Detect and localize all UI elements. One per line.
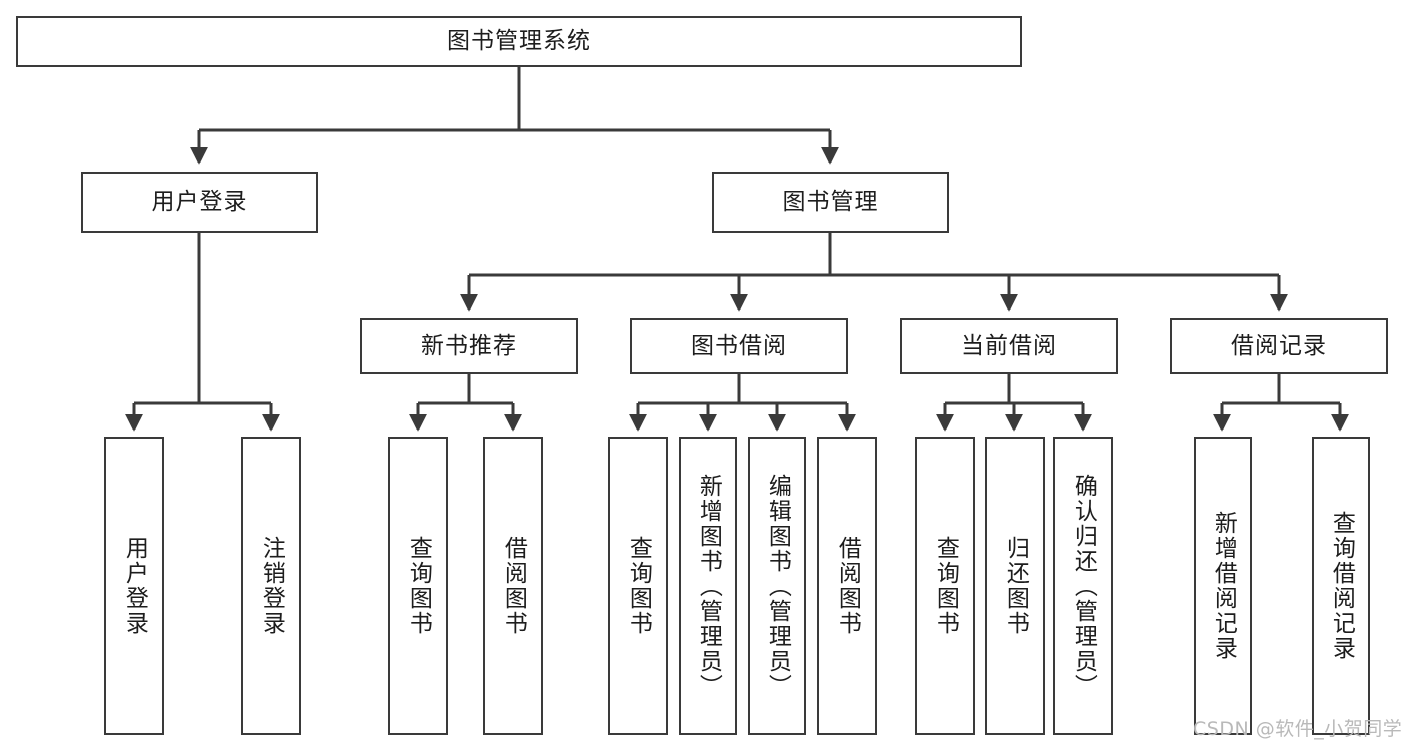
- leaf-book-borrow-0-label: 查询图书: [625, 536, 652, 636]
- node-book-manage-label: 图书管理: [782, 189, 879, 216]
- node-borrow-record-label: 借阅记录: [1231, 332, 1327, 359]
- leaf-current-borrow-0[interactable]: 查询图书: [915, 437, 975, 735]
- node-root-label: 图书管理系统: [447, 28, 591, 55]
- leaf-borrow-record-0[interactable]: 新增借阅记录: [1194, 437, 1252, 735]
- watermark-text: CSDN @软件_小贺同学: [1193, 718, 1403, 740]
- leaf-new-book-recommend-0[interactable]: 查询图书: [388, 437, 448, 735]
- leaf-current-borrow-2[interactable]: 确认归还（管理员）: [1053, 437, 1113, 735]
- leaf-borrow-record-1-label: 查询借阅记录: [1328, 511, 1355, 661]
- node-book-borrow[interactable]: 图书借阅: [630, 318, 848, 374]
- leaf-book-borrow-3[interactable]: 借阅图书: [817, 437, 877, 735]
- leaf-book-borrow-1[interactable]: 新增图书（管理员）: [679, 437, 737, 735]
- leaf-borrow-record-1[interactable]: 查询借阅记录: [1312, 437, 1370, 735]
- node-current-borrow-label: 当前借阅: [961, 332, 1057, 359]
- leaf-book-borrow-2[interactable]: 编辑图书（管理员）: [748, 437, 806, 735]
- leaf-borrow-record-0-label: 新增借阅记录: [1210, 511, 1237, 661]
- leaf-user-login-1-label: 注销登录: [258, 536, 285, 636]
- node-book-borrow-label: 图书借阅: [691, 332, 787, 359]
- leaf-new-book-recommend-1[interactable]: 借阅图书: [483, 437, 543, 735]
- leaf-book-borrow-3-label: 借阅图书: [834, 536, 861, 636]
- leaf-new-book-recommend-1-label: 借阅图书: [500, 536, 527, 636]
- leaf-current-borrow-1-label: 归还图书: [1002, 536, 1029, 636]
- leaf-book-borrow-2-label: 编辑图书（管理员）: [764, 473, 791, 699]
- leaf-user-login-0-label: 用户登录: [121, 536, 148, 636]
- node-new-book-recommend[interactable]: 新书推荐: [360, 318, 578, 374]
- leaf-user-login-1[interactable]: 注销登录: [241, 437, 301, 735]
- node-book-manage[interactable]: 图书管理: [712, 172, 949, 233]
- node-root[interactable]: 图书管理系统: [16, 16, 1022, 67]
- node-user-login-label: 用户登录: [151, 189, 248, 216]
- leaf-current-borrow-2-label: 确认归还（管理员）: [1070, 473, 1097, 699]
- node-new-book-recommend-label: 新书推荐: [421, 332, 517, 359]
- node-user-login[interactable]: 用户登录: [81, 172, 318, 233]
- node-current-borrow[interactable]: 当前借阅: [900, 318, 1118, 374]
- leaf-book-borrow-1-label: 新增图书（管理员）: [695, 473, 722, 699]
- node-borrow-record[interactable]: 借阅记录: [1170, 318, 1388, 374]
- leaf-current-borrow-0-label: 查询图书: [932, 536, 959, 636]
- leaf-current-borrow-1[interactable]: 归还图书: [985, 437, 1045, 735]
- leaf-new-book-recommend-0-label: 查询图书: [405, 536, 432, 636]
- leaf-book-borrow-0[interactable]: 查询图书: [608, 437, 668, 735]
- leaf-user-login-0[interactable]: 用户登录: [104, 437, 164, 735]
